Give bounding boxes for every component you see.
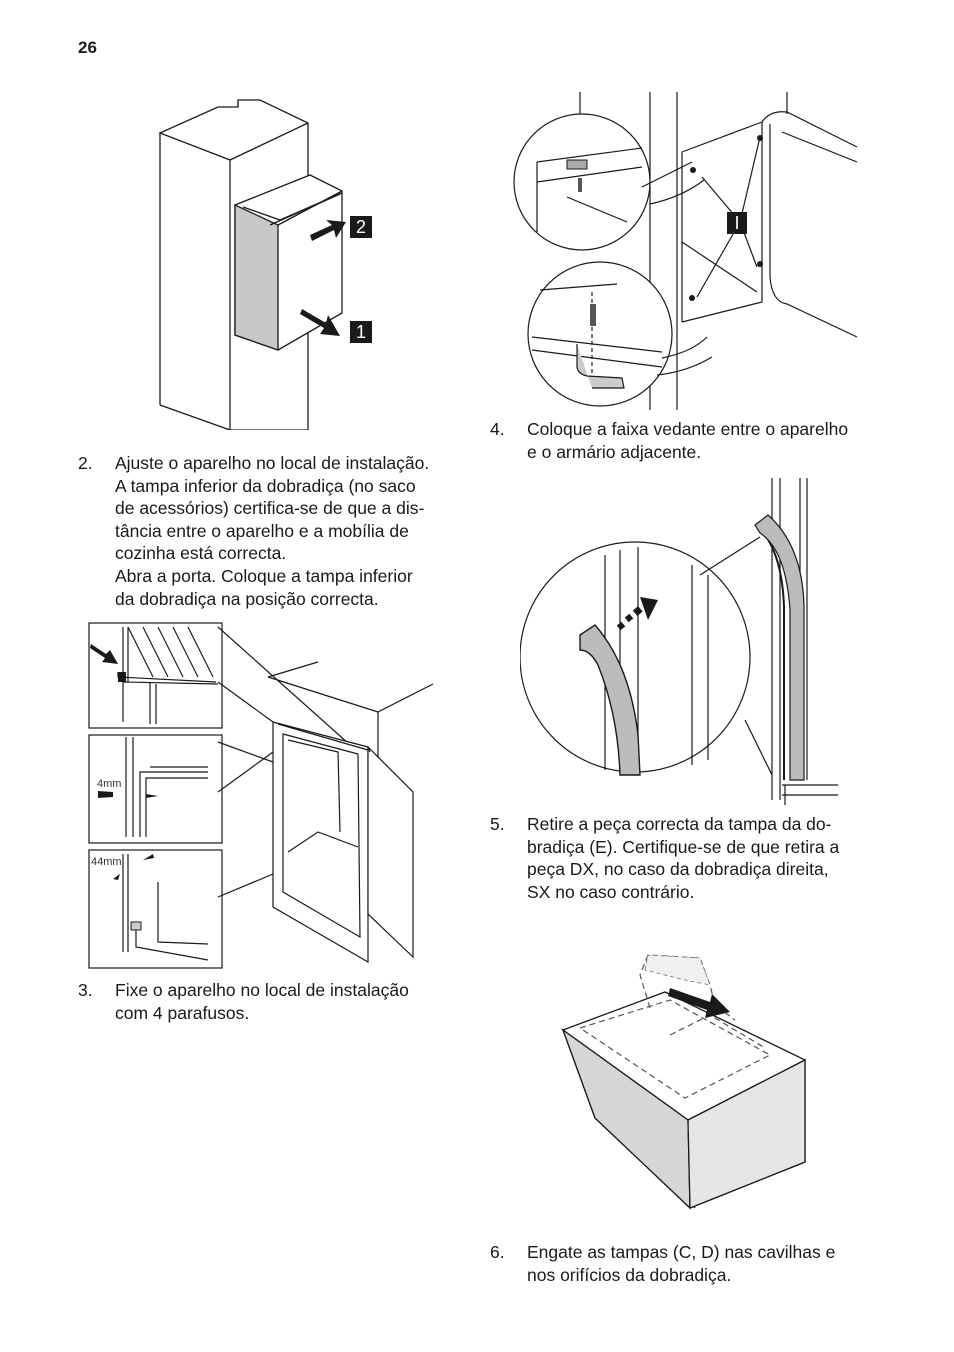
step-5-text: Retire a peça correcta da tampa da do- b… xyxy=(527,814,840,902)
figure-cover-piece-drawing xyxy=(561,954,807,1210)
figure-insert-appliance-drawing xyxy=(158,99,346,430)
step-4: 4. Coloque a faixa vedante entre o apare… xyxy=(490,418,890,468)
figure-hinge-cover: 4mm 44mm xyxy=(88,622,438,972)
label-2: 2 xyxy=(350,216,372,238)
step-3-text: Fixe o aparelho no local de instalação c… xyxy=(115,980,409,1023)
step-6: 6. Engate as tampas (C, D) nas cavilhas … xyxy=(490,1241,890,1291)
figure-hinge-screws: I xyxy=(512,92,862,410)
step-6-text: Engate as tampas (C, D) nas cavilhas e n… xyxy=(527,1242,836,1285)
figure-seal-strip xyxy=(520,475,840,810)
figure-hinge-screws-drawing xyxy=(513,92,858,410)
page-number: 26 xyxy=(78,38,97,57)
figure-seal-strip-drawing xyxy=(520,478,838,805)
figure-hinge-cover-drawing xyxy=(88,622,434,969)
figure-cover-piece xyxy=(560,940,810,1212)
step-3: 3. Fixe o aparelho no local de instalaçã… xyxy=(78,979,478,1029)
label-i: I xyxy=(727,212,747,234)
step-4-text: Coloque a faixa vedante entre o aparelho… xyxy=(527,419,849,462)
step-2-text: Ajuste o aparelho no local de instalação… xyxy=(115,453,430,609)
figure-insert-appliance: 2 1 xyxy=(150,95,390,430)
step-2-number: 2. xyxy=(78,453,93,473)
step-5: 5. Retire a peça correcta da tampa da do… xyxy=(490,813,890,908)
step-6-number: 6. xyxy=(490,1242,505,1262)
dim-44mm: 44mm xyxy=(91,856,122,868)
dim-4mm: 4mm xyxy=(97,778,122,790)
step-4-number: 4. xyxy=(490,419,505,439)
step-5-number: 5. xyxy=(490,814,505,834)
label-1: 1 xyxy=(350,321,372,343)
step-2: 2. Ajuste o aparelho no local de instala… xyxy=(78,452,478,612)
step-3-number: 3. xyxy=(78,980,93,1000)
